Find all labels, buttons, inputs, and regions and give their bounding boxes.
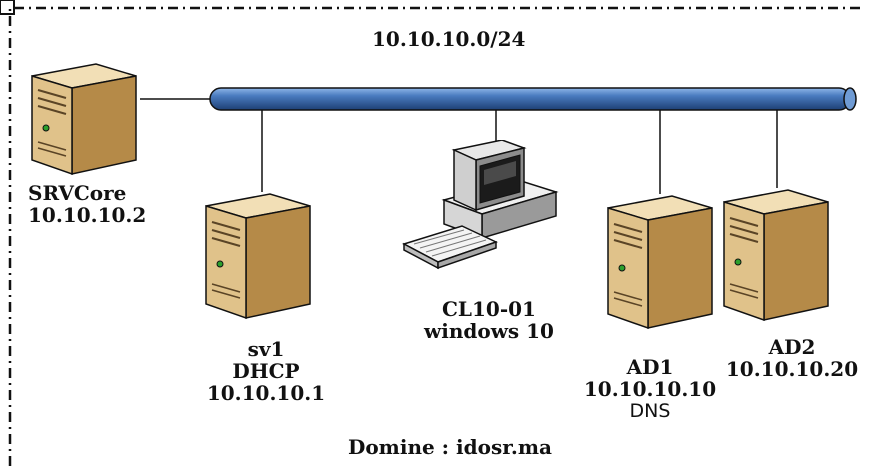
server-tower-icon	[205, 193, 311, 320]
sv1-name: sv1	[247, 337, 285, 361]
server-ad1[interactable]	[600, 188, 720, 338]
sv1-role: DHCP	[232, 359, 300, 383]
server-tower-icon	[723, 189, 829, 322]
server-ad2[interactable]	[716, 182, 836, 332]
domain-label: Domine : idosr.ma	[348, 435, 552, 459]
ad2-ip: 10.10.10.20	[725, 357, 859, 381]
server-sv1[interactable]	[198, 186, 318, 326]
ad2-name: AD2	[768, 335, 816, 359]
server-srvcore[interactable]	[24, 56, 144, 180]
client-name: CL10-01	[442, 297, 536, 321]
server-tower-icon	[607, 195, 713, 330]
client-os: windows 10	[424, 319, 554, 343]
srvcore-ip: 10.10.10.2	[28, 203, 147, 227]
ad1-ip: 10.10.10.10	[583, 377, 717, 401]
server-tower-icon	[31, 63, 137, 176]
sv1-ip: 10.10.10.1	[206, 381, 326, 405]
subnet-label: 10.10.10.0/24	[372, 27, 526, 51]
srvcore-name: SRVCore	[28, 181, 127, 205]
desktop-computer-icon	[402, 140, 559, 270]
ad1-role: DNS	[629, 400, 671, 422]
client-computer[interactable]	[398, 140, 568, 290]
ad1-name: AD1	[626, 355, 674, 379]
